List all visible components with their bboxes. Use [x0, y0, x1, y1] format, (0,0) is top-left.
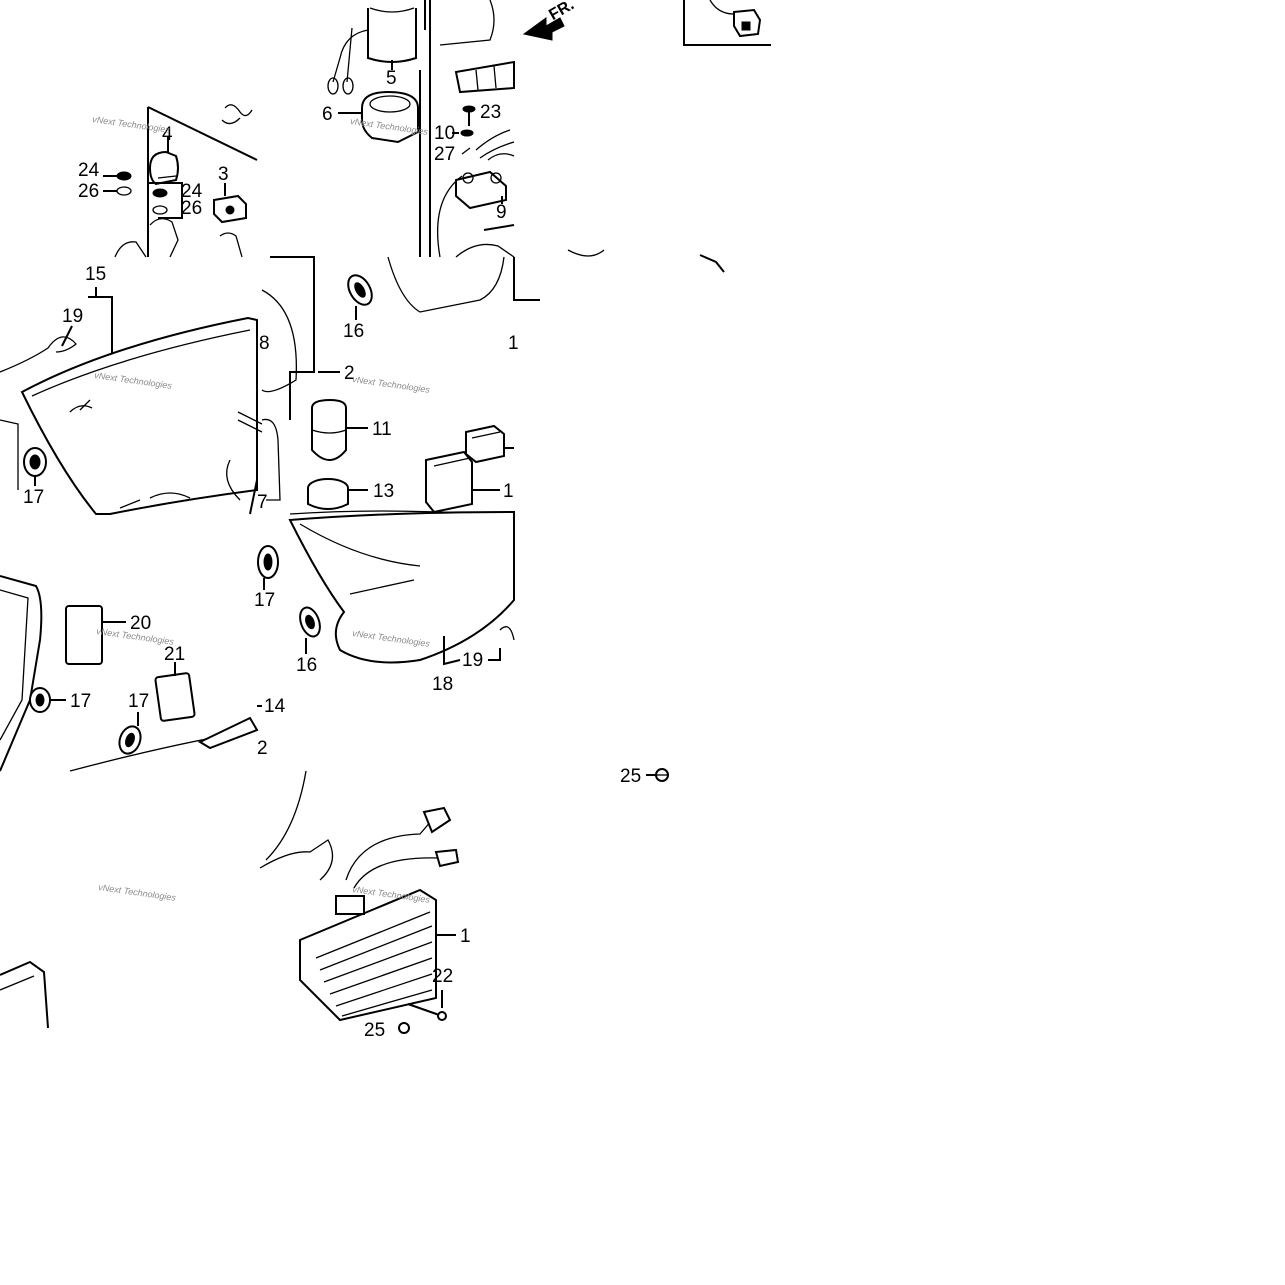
callout-22: 22	[432, 966, 453, 987]
callout-2a: 2	[344, 363, 355, 384]
washer-set	[116, 171, 168, 215]
callout-26b: 26	[181, 198, 202, 219]
callout-14: 14	[264, 696, 286, 717]
callout-25a: 25	[620, 766, 641, 787]
callout-20: 20	[130, 613, 151, 634]
label-plate-20	[65, 605, 103, 665]
callout-17d: 17	[70, 691, 91, 712]
switch-cap-part	[148, 150, 179, 186]
condenser-part-5	[367, 7, 417, 70]
callout-24a: 24	[78, 160, 100, 181]
callout-1c: 1	[460, 926, 471, 947]
grommet-16a	[347, 274, 373, 306]
side-cover-right	[288, 510, 515, 664]
callout-15: 15	[85, 264, 106, 285]
coil-part-11	[311, 398, 347, 461]
relay-part-1b	[425, 450, 473, 514]
tile-bottom-center	[259, 770, 460, 1034]
tile-lower-left	[0, 575, 262, 772]
callout-17b: 17	[254, 590, 275, 611]
callout-18: 18	[432, 674, 453, 695]
coupler-top	[422, 806, 452, 834]
coupler-part	[733, 8, 762, 38]
tile-bottom-left	[0, 960, 49, 1029]
coupler-side	[434, 848, 460, 868]
regulator-rectifier-part-1	[299, 888, 437, 1022]
tile-top-left	[103, 104, 258, 258]
callout-17a: 17	[23, 487, 44, 508]
callout-1a: 1	[508, 333, 519, 354]
screw-part-23	[462, 105, 476, 126]
callout-1b: 1	[503, 481, 514, 502]
cap-part-13	[307, 478, 349, 510]
callout-21: 21	[164, 644, 185, 665]
rubber-mount-part-6	[361, 90, 419, 144]
callout-27: 27	[434, 144, 455, 165]
callout-16b: 16	[296, 655, 317, 676]
bolt-part-22	[407, 1003, 447, 1021]
watermark: vNext Technologies	[352, 374, 431, 395]
callout-10: 10	[434, 123, 455, 144]
connector-part-9	[455, 170, 507, 210]
relay-box	[454, 60, 515, 94]
callout-23: 23	[480, 102, 501, 123]
callout-11: 11	[372, 419, 392, 440]
grommet-16b	[299, 606, 321, 638]
label-plate-21	[154, 672, 196, 722]
grommet-17c	[29, 687, 51, 713]
tile-middle-center	[237, 256, 540, 515]
callout-5: 5	[386, 68, 397, 89]
callout-6: 6	[322, 104, 333, 125]
tile-middle-left	[0, 287, 258, 515]
tile-lower-center	[257, 510, 515, 666]
tile-top-center	[327, 0, 565, 258]
watermark: vNext Technologies	[92, 114, 171, 135]
callout-19a: 19	[62, 306, 83, 327]
callout-25b: 25	[364, 1020, 385, 1041]
callout-26a: 26	[78, 181, 99, 202]
fr-arrow-icon	[522, 17, 565, 41]
watermark: vNext Technologies	[98, 882, 177, 903]
callout-17c: 17	[128, 691, 149, 712]
grommet-17a	[23, 447, 47, 477]
connector-part-3	[213, 194, 247, 224]
callout-19b: 19	[462, 650, 483, 671]
callout-13: 13	[373, 481, 394, 502]
callout-8: 8	[259, 333, 270, 354]
callout-16a: 16	[343, 321, 364, 342]
grommet-17b	[257, 545, 279, 579]
callout-9: 9	[496, 202, 507, 223]
tile-top-right	[567, 0, 771, 273]
callout-2b: 2	[257, 738, 268, 759]
callout-24b: 24	[181, 181, 203, 202]
relay-part-top	[465, 424, 505, 464]
tile-lower-right	[646, 768, 669, 782]
callout-3: 3	[218, 164, 229, 185]
callout-labels: 5 6 23 10 27 9 4 3 24 26 24 26 15 19 8 1…	[23, 68, 641, 1041]
callout-7: 7	[257, 492, 268, 513]
side-cover-left	[20, 316, 258, 515]
grommet-17d	[118, 725, 142, 755]
callout-4: 4	[162, 124, 173, 145]
